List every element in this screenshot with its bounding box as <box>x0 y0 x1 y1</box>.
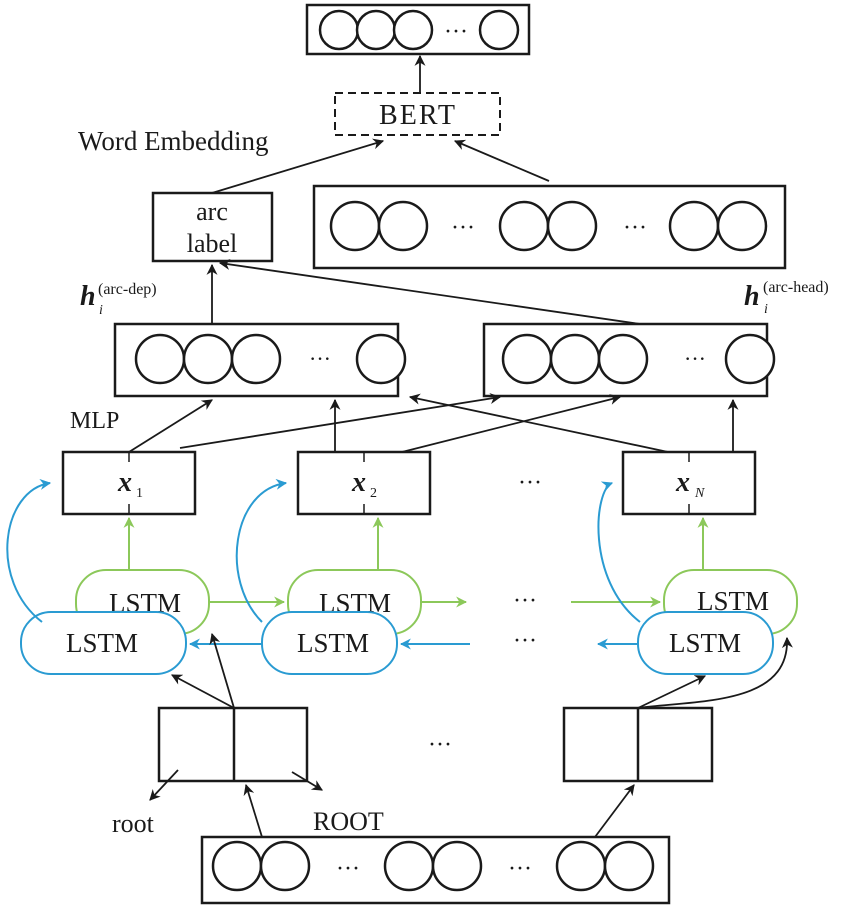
dep-ellipsis: ··· <box>309 346 331 371</box>
output-ellipsis: ··· <box>444 19 468 45</box>
arrow-backward-N-to-xN <box>597 481 641 623</box>
h-dep-symbol: h <box>80 281 96 312</box>
bert-label: BERT <box>379 100 457 131</box>
arrow-xN-to-dep <box>408 393 669 453</box>
x1-box: x 1 <box>61 450 197 516</box>
mlp-label: MLP <box>70 408 119 434</box>
arrow-input-to-root-box <box>243 783 263 838</box>
backward-lstm-1-label: LSTM <box>66 628 138 658</box>
arrow-head-to-arclabel <box>218 258 641 325</box>
arc-text: arc <box>196 197 228 226</box>
arc-label-box: arc label <box>151 191 274 263</box>
arrow-input-to-tokenN-box <box>594 784 635 838</box>
xN-box: x N <box>621 450 757 516</box>
arrow-backward-1-to-x1 <box>6 479 52 623</box>
x1-subscript: 1 <box>136 486 143 501</box>
backward-lstm-1: LSTM <box>20 611 187 675</box>
ROOT-label: ROOT <box>313 807 384 836</box>
x2-symbol: x <box>351 467 366 498</box>
h-dep-subscript: i <box>99 303 103 318</box>
embedding-ellipsis-2: ··· <box>623 215 647 241</box>
arrow-to-ROOT-label <box>291 771 323 791</box>
token-ellipsis: ··· <box>428 732 452 758</box>
token-N-box <box>562 706 714 783</box>
arrow-tokenN-to-backward-lstm-N <box>637 675 706 709</box>
arrow-token-to-forward-lstm-1 <box>209 632 235 709</box>
embedding-ellipsis-1: ··· <box>451 215 475 241</box>
x2-subscript: 2 <box>370 486 377 501</box>
h-head-symbol: h <box>744 281 760 312</box>
arrow-to-root-label <box>149 769 179 801</box>
arc-head-vector: ··· <box>482 322 776 398</box>
word-embedding-sequence: ··· ··· <box>312 184 787 270</box>
arrow-arclabel-to-bert <box>211 138 385 194</box>
arrow-x2-to-head <box>401 394 622 453</box>
root-label: root <box>112 809 155 838</box>
x1-symbol: x <box>117 467 132 498</box>
input-ellipsis-2: ··· <box>508 856 532 882</box>
h-dep-superscript: (arc-dep) <box>98 281 157 298</box>
arrow-token-to-backward-lstm-1 <box>171 674 235 709</box>
input-ellipsis-1: ··· <box>336 856 360 882</box>
xN-subscript: N <box>694 486 705 501</box>
arrow-tokenN-to-forward-lstm-N <box>637 636 793 709</box>
h-head-subscript: i <box>764 302 768 317</box>
lstm-forward-ellipsis: ··· <box>513 588 537 614</box>
x2-box: x 2 <box>296 450 432 516</box>
arrow-backward-2-to-x2 <box>235 478 288 623</box>
backward-lstm-N: LSTM <box>637 611 774 675</box>
backward-lstm-2-label: LSTM <box>297 628 369 658</box>
lstm-backward-ellipsis: ··· <box>513 628 537 654</box>
backward-lstm-2: LSTM <box>261 611 398 675</box>
head-ellipsis: ··· <box>684 346 706 371</box>
arc-dep-vector: ··· <box>113 322 407 398</box>
backward-lstm-N-label: LSTM <box>669 628 741 658</box>
h-arc-head-label: h (arc-head) i <box>744 279 829 317</box>
input-sequence: ··· ··· <box>200 835 671 905</box>
h-arc-dep-label: h (arc-dep) i <box>80 281 157 318</box>
h-head-superscript: (arc-head) <box>763 279 829 296</box>
word-embedding-label: Word Embedding <box>78 126 269 156</box>
bert-output-vector: ··· <box>305 3 531 56</box>
xN-symbol: x <box>675 467 690 498</box>
bert-box: BERT <box>334 92 501 136</box>
arrow-x1-to-head <box>179 393 502 449</box>
token-root-box <box>157 706 309 783</box>
arrow-x1-to-dep <box>128 399 213 453</box>
arrow-embedding-to-bert <box>453 139 550 182</box>
x-ellipsis: ··· <box>518 470 542 496</box>
label-text: label <box>187 229 238 258</box>
